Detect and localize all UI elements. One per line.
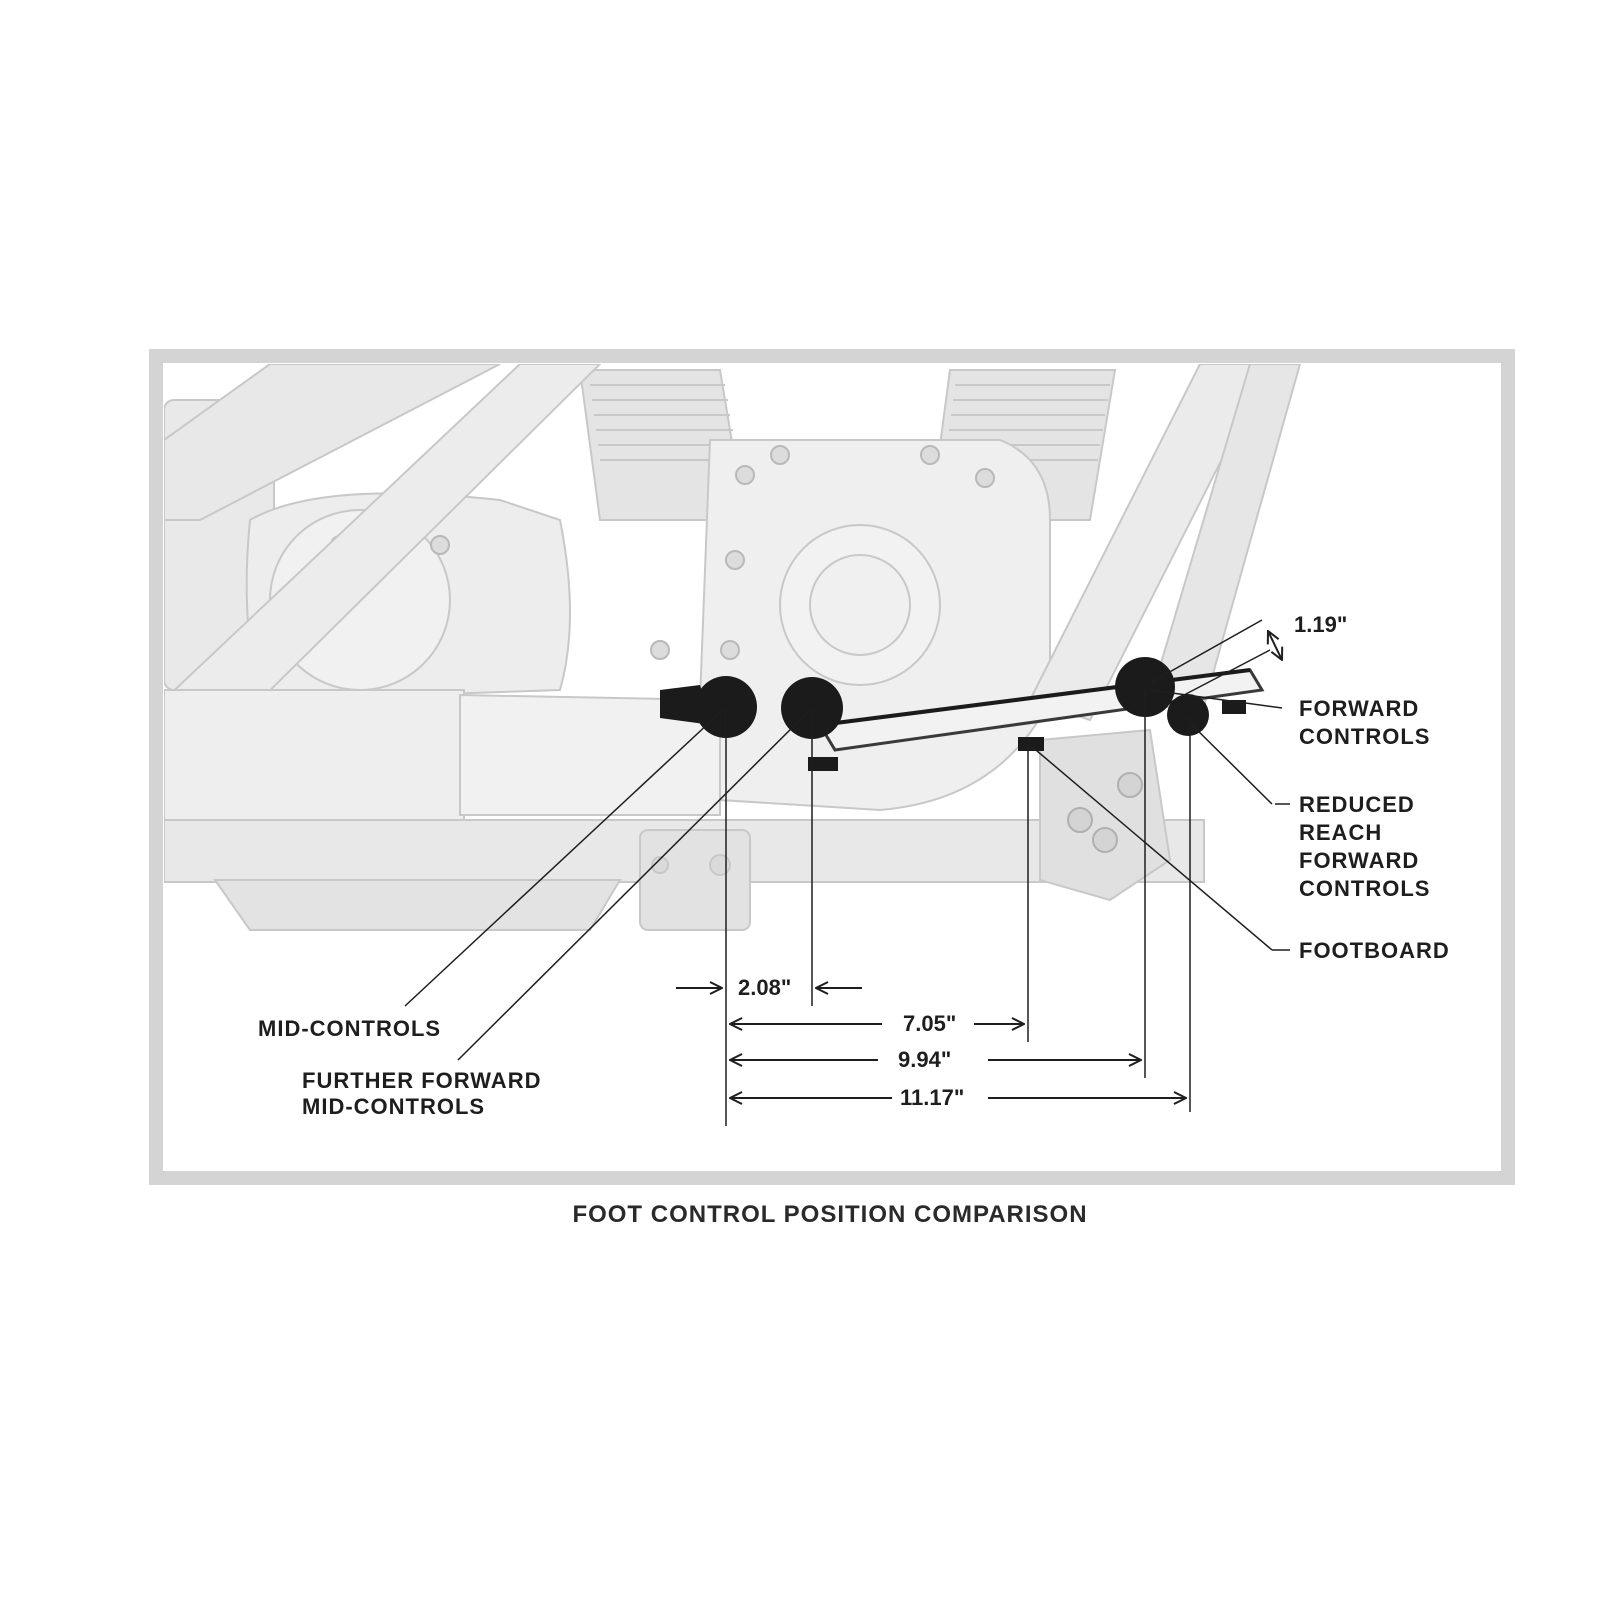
- diagram-caption: FOOT CONTROL POSITION COMPARISON: [572, 1201, 1087, 1228]
- cylinder-fins-left: [578, 369, 747, 521]
- label-further-forward-line2: MID-CONTROLS: [302, 1094, 485, 1119]
- label-mid-controls: MID-CONTROLS: [258, 1016, 441, 1041]
- dim-label-1-19: 1.19": [1294, 612, 1347, 637]
- dim-label-7-05: 7.05": [903, 1011, 956, 1036]
- dimension-arrows: [676, 631, 1282, 1098]
- label-further-forward-line1: FURTHER FORWARD: [302, 1068, 541, 1093]
- label-reduced-reach-line1: REDUCED: [1299, 792, 1415, 817]
- dim-label-11-17: 11.17": [900, 1085, 964, 1110]
- dim-label-2-08: 2.08": [738, 975, 791, 1000]
- motorcycle-engine-illustration: [164, 364, 1302, 931]
- label-reduced-reach-line3: FORWARD: [1299, 848, 1419, 873]
- label-forward-controls-line2: CONTROLS: [1299, 724, 1430, 749]
- leader-lines: [404, 619, 1290, 1126]
- dim-arrow-1-19: [1268, 631, 1282, 660]
- dim-label-9-94: 9.94": [898, 1047, 951, 1072]
- label-reduced-reach-line4: CONTROLS: [1299, 876, 1430, 901]
- peg-reduced-reach-forward-controls: [1167, 694, 1209, 736]
- label-footboard: FOOTBOARD: [1299, 938, 1450, 963]
- label-reduced-reach-line2: REACH: [1299, 820, 1382, 845]
- label-forward-controls-line1: FORWARD: [1299, 696, 1419, 721]
- peg-forward-controls: [1115, 657, 1175, 717]
